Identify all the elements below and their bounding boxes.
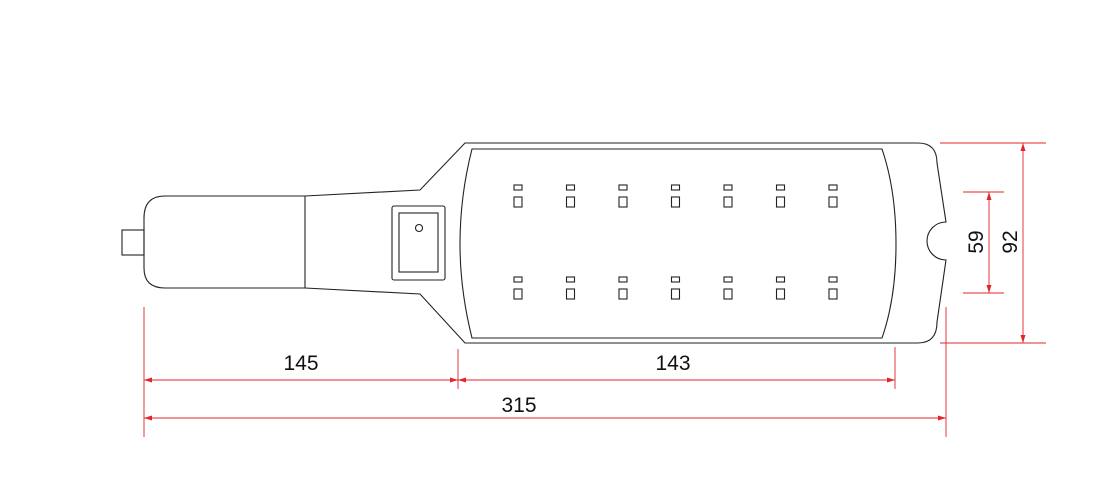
led <box>775 276 786 300</box>
arrow-59-bottom <box>986 285 992 293</box>
led-body <box>513 288 523 300</box>
label-143: 143 <box>655 352 690 375</box>
switch-indicator <box>414 223 424 233</box>
arrow-315-left <box>144 415 152 421</box>
led-small-pad <box>828 276 838 283</box>
led <box>513 184 523 208</box>
led-small-pad <box>775 184 786 191</box>
label-59: 59 <box>965 230 988 253</box>
led-small-pad <box>775 276 786 283</box>
arrow-92-top <box>1020 143 1026 151</box>
dimension-lines <box>144 143 1026 421</box>
led-body <box>775 288 786 300</box>
led <box>828 184 838 208</box>
led-body <box>828 288 838 300</box>
led <box>565 184 576 208</box>
led-body <box>565 288 576 300</box>
led-small-pad <box>618 184 628 191</box>
arrow-143-right <box>887 377 895 383</box>
led-body <box>513 196 523 208</box>
lamp-body <box>121 142 947 344</box>
led-small-pad <box>618 276 628 283</box>
led-panel <box>459 148 897 339</box>
led-body <box>618 196 628 208</box>
end-cap <box>143 195 306 289</box>
led <box>775 184 786 208</box>
led-body <box>828 196 838 208</box>
led-grid <box>513 184 838 300</box>
led-body <box>723 288 733 300</box>
led-body <box>618 288 628 300</box>
led-small-pad <box>723 276 733 283</box>
led-small-pad <box>565 184 576 191</box>
arrow-59-top <box>986 192 992 200</box>
led <box>828 276 838 300</box>
led-small-pad <box>513 276 523 283</box>
led-small-pad <box>670 276 681 283</box>
label-92: 92 <box>999 230 1022 253</box>
led <box>618 184 628 208</box>
led-body <box>670 196 681 208</box>
arrow-315-right <box>938 415 946 421</box>
led-small-pad <box>723 184 733 191</box>
switch-frame <box>391 205 446 281</box>
led-small-pad <box>513 184 523 191</box>
led <box>513 276 523 300</box>
switch-button <box>398 212 439 273</box>
arrow-145-left <box>144 377 152 383</box>
housing-outline <box>304 142 947 344</box>
extension-lines <box>143 142 1046 437</box>
arrow-143-left <box>458 377 466 383</box>
led <box>723 184 733 208</box>
connector-stub <box>121 229 145 256</box>
led-body <box>775 196 786 208</box>
arrow-145-right <box>450 377 458 383</box>
led <box>670 276 681 300</box>
led-small-pad <box>670 184 681 191</box>
led <box>670 184 681 208</box>
label-145: 145 <box>283 352 318 375</box>
led <box>618 276 628 300</box>
arrow-92-bottom <box>1020 335 1026 343</box>
dimension-labels: 145 143 315 59 92 <box>283 230 1022 417</box>
led-body <box>670 288 681 300</box>
led <box>565 276 576 300</box>
led-body <box>723 196 733 208</box>
led-small-pad <box>565 276 576 283</box>
label-315: 315 <box>501 394 536 417</box>
led-small-pad <box>828 184 838 191</box>
led <box>723 276 733 300</box>
led-body <box>565 196 576 208</box>
